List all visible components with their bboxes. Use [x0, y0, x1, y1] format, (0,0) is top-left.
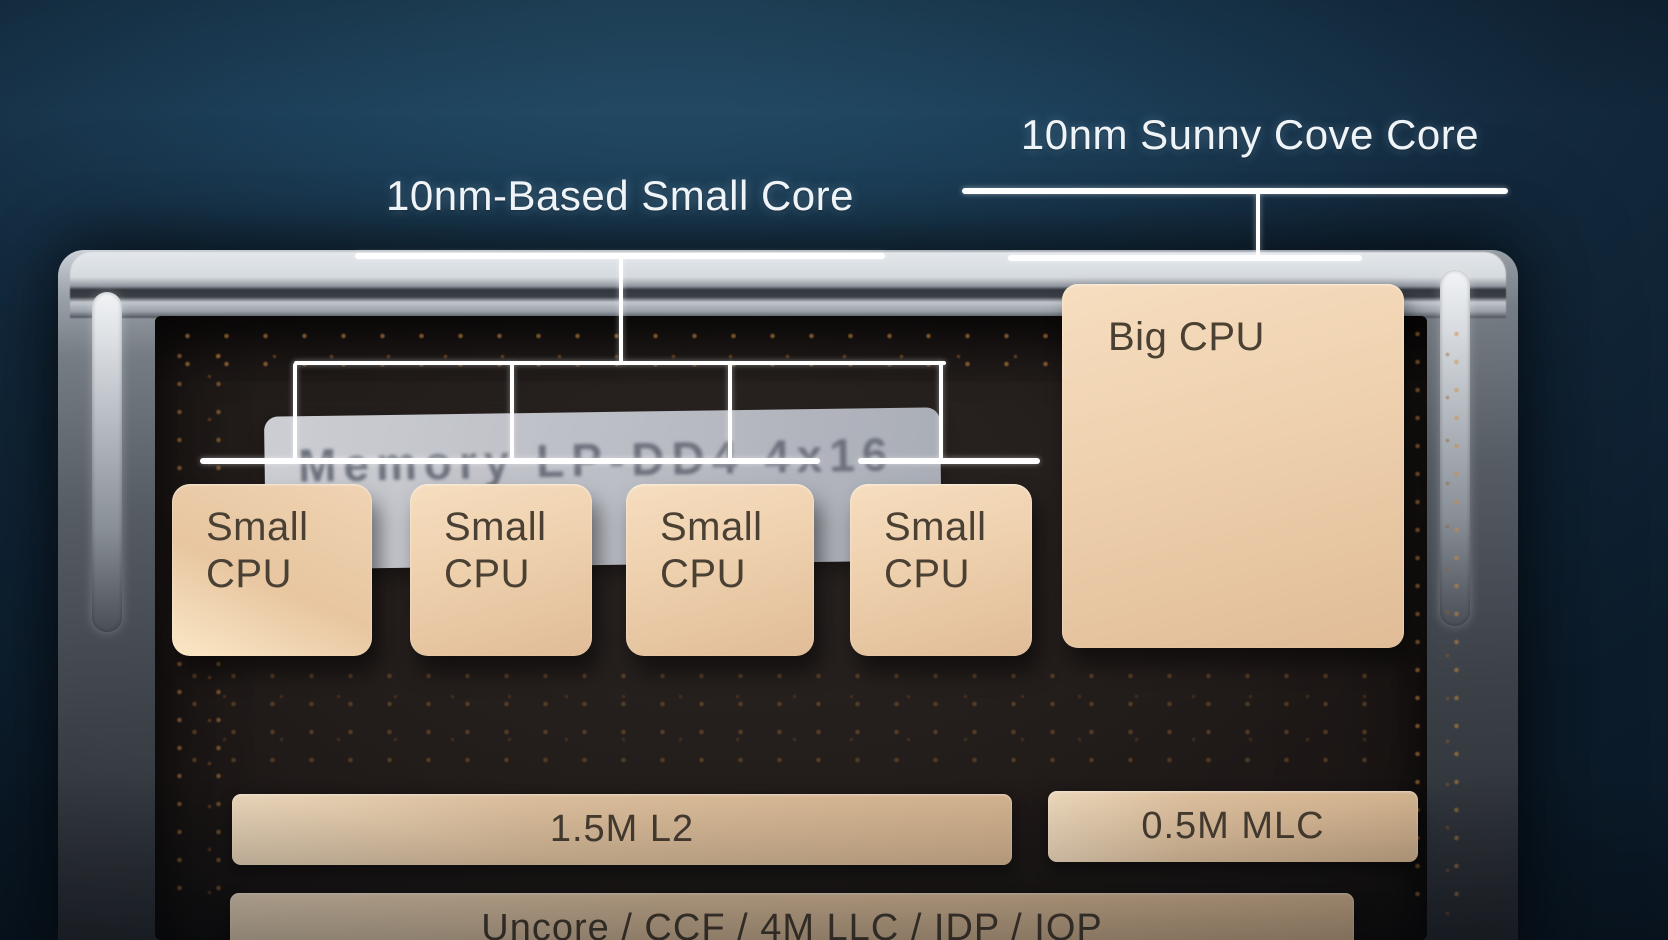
small-core-drop-line-1 — [293, 363, 297, 461]
small-core-drop-line-3 — [728, 363, 732, 461]
small-core-branch-line — [294, 361, 946, 365]
mlc-cache-bar: 0.5M MLC — [1048, 791, 1418, 862]
l2-cache-bar: 1.5M L2 — [232, 794, 1012, 865]
sunny-cove-callout: 10nm Sunny Cove Core — [1020, 111, 1480, 158]
sunny-cove-stem-line — [1256, 192, 1260, 258]
pcb-traces-middle — [175, 662, 1395, 780]
small-cpu-label-3: Small CPU — [660, 505, 763, 597]
small-core-callout: 10nm-Based Small Core — [385, 172, 855, 219]
big-cpu-tie-line — [1008, 255, 1362, 261]
l2-cache-label: 1.5M L2 — [549, 808, 695, 850]
mlc-cache-label: 0.5M MLC — [1141, 805, 1325, 847]
small-core-drop-line-4 — [939, 363, 943, 461]
small-cpu-block-3: Small CPU — [626, 484, 814, 656]
small-cpu-block-1: Small CPU — [172, 484, 372, 656]
small-cpu-tie-line-right — [858, 458, 1040, 464]
sunny-cove-underline — [962, 188, 1508, 194]
small-cpu-block-2: Small CPU — [410, 484, 592, 656]
small-core-drop-line-2 — [510, 363, 514, 461]
big-cpu-label: Big CPU — [1108, 315, 1265, 359]
small-cpu-tie-line-left — [200, 458, 820, 464]
small-core-stem-line — [619, 256, 623, 364]
frame-left-highlight — [92, 292, 122, 632]
big-cpu-block: Big CPU — [1062, 284, 1404, 648]
uncore-label: Uncore / CCF / 4M LLC / IDP / IOP — [481, 907, 1103, 940]
uncore-bar: Uncore / CCF / 4M LLC / IDP / IOP — [230, 893, 1354, 940]
small-cpu-label-1: Small CPU — [206, 505, 309, 597]
small-cpu-label-2: Small CPU — [444, 505, 547, 597]
small-cpu-label-4: Small CPU — [884, 505, 987, 597]
small-cpu-block-4: Small CPU — [850, 484, 1032, 656]
